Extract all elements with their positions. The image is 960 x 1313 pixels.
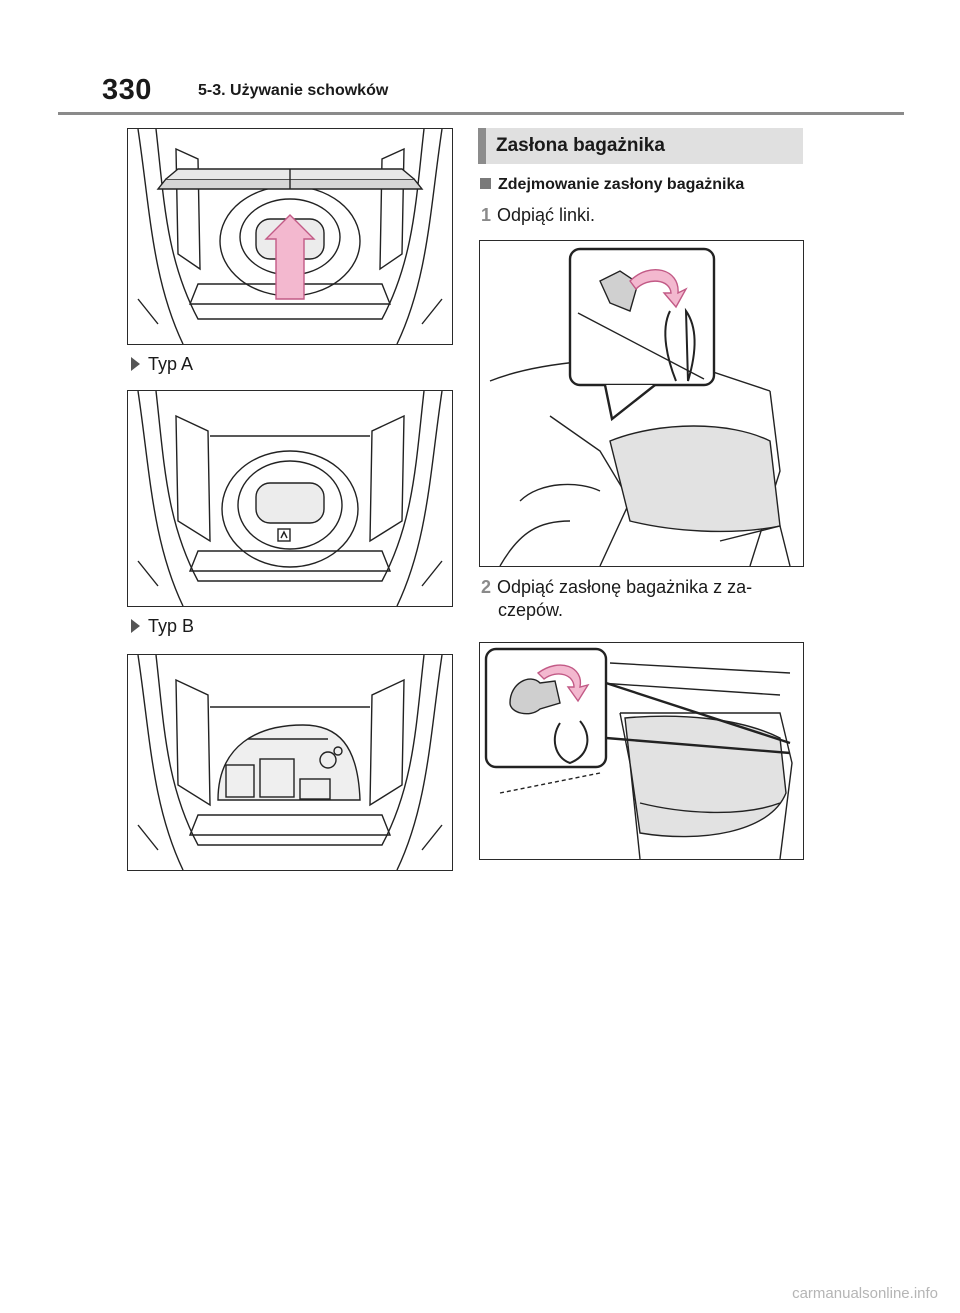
- trunk-type-b-figure: [127, 654, 453, 871]
- section-heading: Zasłona bagażnika: [478, 128, 803, 164]
- step-2-number: 2: [481, 577, 492, 597]
- watermark: carmanualsonline.info: [792, 1285, 938, 1302]
- trunk-type-a-figure: [127, 390, 453, 607]
- caption-type-b: Typ B: [131, 616, 194, 637]
- detach-cover-figure: [479, 642, 804, 860]
- step-1-text: Odpiąć linki.: [497, 205, 596, 225]
- step-1-number: 1: [481, 205, 492, 225]
- caption-type-a-text: Typ A: [148, 354, 194, 374]
- step-2-line-1: Odpiąć zasłonę bagażnika z za-: [497, 577, 753, 597]
- unhook-straps-figure: [479, 240, 804, 567]
- section-title: 5-3. Używanie schowków: [198, 82, 389, 99]
- step-2-line-2: czepów.: [498, 600, 564, 620]
- caption-arrow-icon: [131, 357, 140, 371]
- subheading: Zdejmowanie zasłony bagażnika: [480, 176, 744, 194]
- subheading-text: Zdejmowanie zasłony bagażnika: [498, 176, 745, 193]
- page-number: 330: [102, 74, 152, 106]
- heading-accent-bar: [478, 128, 486, 164]
- caption-type-a: Typ A: [131, 354, 193, 375]
- trunk-cover-figure: [127, 128, 453, 345]
- header-rule: [58, 112, 904, 115]
- section-heading-text: Zasłona bagażnika: [496, 135, 665, 156]
- square-bullet-icon: [480, 178, 491, 189]
- caption-arrow-icon: [131, 619, 140, 633]
- caption-type-b-text: Typ B: [148, 616, 195, 636]
